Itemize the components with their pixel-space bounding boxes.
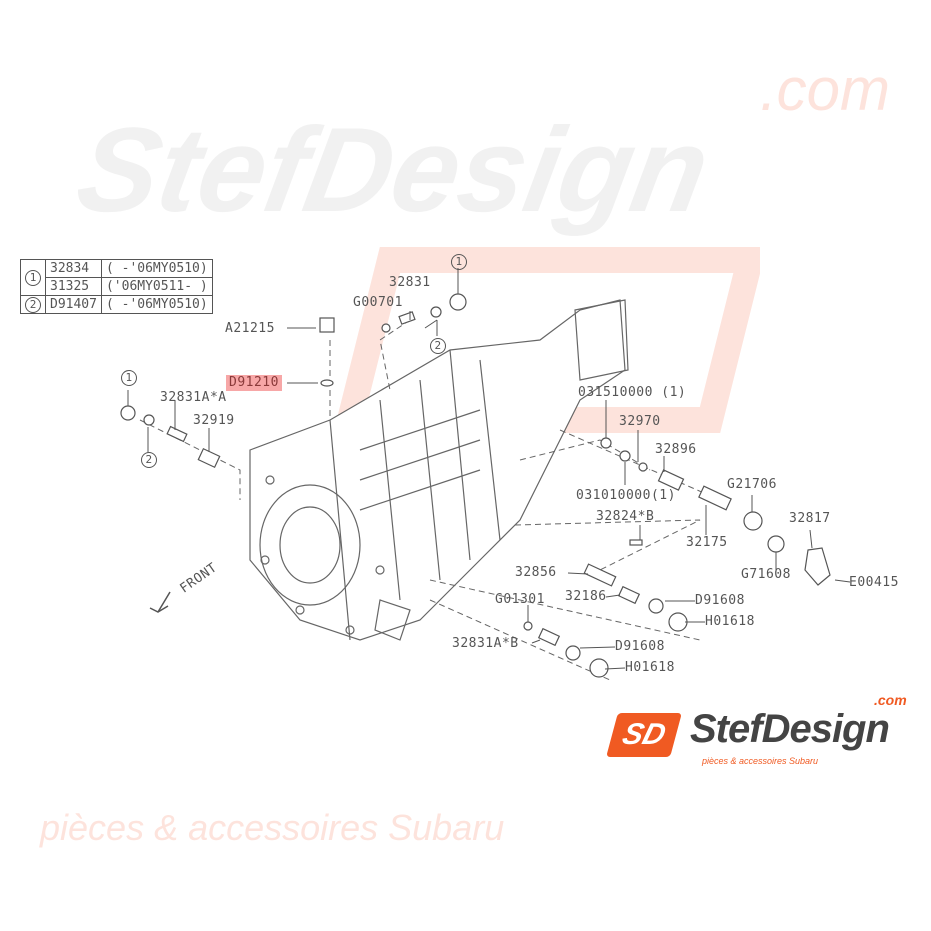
label-d91608[interactable]: D91608 (695, 593, 745, 608)
label-h01618[interactable]: H01618 (705, 614, 755, 629)
label-32817[interactable]: 32817 (789, 511, 831, 526)
ref-circle-1: 1 (121, 370, 137, 386)
label-h01618[interactable]: H01618 (625, 660, 675, 675)
label-a21215[interactable]: A21215 (225, 321, 275, 336)
label-d91608[interactable]: D91608 (615, 639, 665, 654)
label-g00701[interactable]: G00701 (353, 295, 403, 310)
label-32831[interactable]: 32831 (389, 275, 431, 290)
watermark-tld: .com (760, 56, 891, 123)
label-d91210-highlighted[interactable]: D91210 (226, 375, 282, 391)
logo-tld: .com (874, 692, 907, 708)
model-range: ( -'06MY0510) (100, 295, 213, 314)
label-031010000[interactable]: 031010000(1) (576, 488, 676, 503)
part-number: 32834 (45, 259, 102, 278)
part-number: 31325 (45, 277, 102, 296)
label-32831a-b[interactable]: 32831A*B (452, 636, 519, 651)
label-32919[interactable]: 32919 (193, 413, 235, 428)
ref-circle-2: 2 (141, 452, 157, 468)
watermark-tagline: pièces & accessoires Subaru (40, 807, 505, 848)
ref-circle: 1 (25, 269, 41, 286)
ref-circle-2: 2 (430, 338, 446, 354)
label-32824b[interactable]: 32824*B (596, 509, 655, 524)
ref-circle: 2 (25, 296, 41, 313)
logo-tagline: pièces & accessoires Subaru (702, 756, 819, 766)
table-row: 1 32834 ( -'06MY0510) (20, 259, 213, 296)
table-row: 2 D91407 ( -'06MY0510) (20, 295, 213, 314)
part-number: D91407 (45, 295, 102, 314)
label-32186[interactable]: 32186 (565, 589, 607, 604)
model-range: ( -'06MY0510) (100, 259, 213, 278)
table-row: 31325 ('06MY0511- ) (21, 277, 213, 296)
label-32831a-a[interactable]: 32831A*A (160, 390, 227, 405)
stefdesign-logo: SD StefDesign .com pièces & accessoires … (606, 693, 922, 775)
logo-mark: SD (606, 713, 682, 757)
label-32896[interactable]: 32896 (655, 442, 697, 457)
ref-circle-1: 1 (451, 254, 467, 270)
label-32970[interactable]: 32970 (619, 414, 661, 429)
label-g71608[interactable]: G71608 (741, 567, 791, 582)
watermark-logo-shape (333, 247, 760, 433)
label-e00415[interactable]: E00415 (849, 575, 899, 590)
label-32175[interactable]: 32175 (686, 535, 728, 550)
label-031510000[interactable]: 031510000 (1) (578, 385, 687, 400)
label-32856[interactable]: 32856 (515, 565, 557, 580)
label-g01301[interactable]: G01301 (495, 592, 545, 607)
reference-table: 1 32834 ( -'06MY0510) 31325 ('06MY0511- … (20, 259, 213, 314)
model-range: ('06MY0511- ) (100, 277, 213, 296)
label-g21706[interactable]: G21706 (727, 477, 777, 492)
logo-brand: StefDesign (690, 707, 890, 751)
